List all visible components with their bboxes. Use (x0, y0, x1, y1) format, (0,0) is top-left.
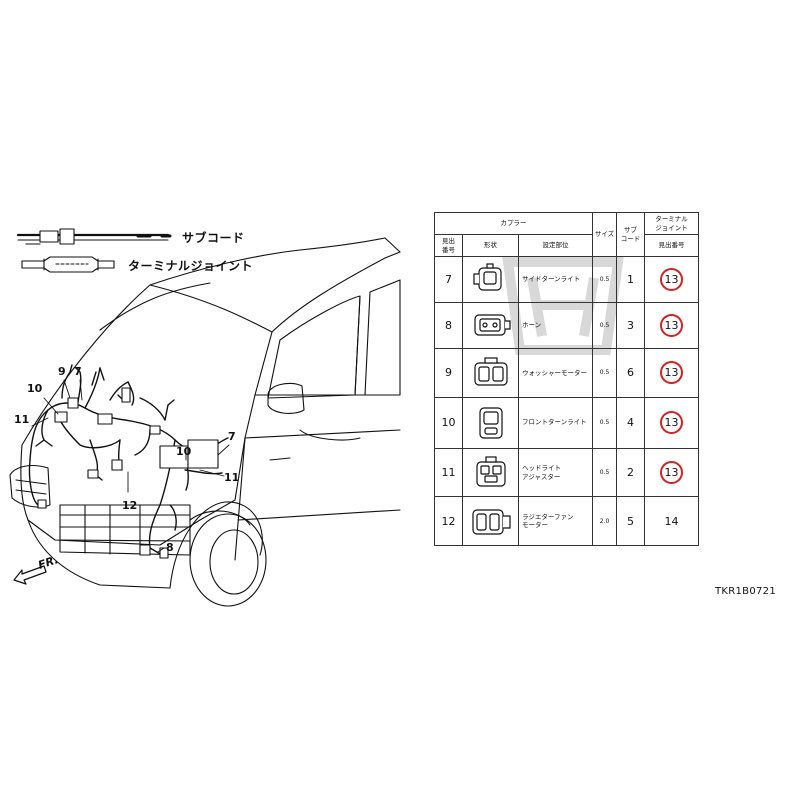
row-index: 12 (434, 496, 463, 546)
sub-cord-symbol (16, 228, 172, 245)
row-location: ウォッシャーモーター (518, 347, 593, 398)
connector-icon (462, 301, 519, 349)
circled-number: 13 (660, 411, 683, 435)
row-index: 11 (434, 447, 463, 498)
connector-icon (462, 496, 519, 546)
row-terminal-joint: 13 (644, 301, 699, 349)
header-size: サイズ (592, 212, 617, 257)
front-direction-arrow (13, 565, 47, 585)
connector-icon (462, 396, 519, 449)
row-size: 0.5 (592, 347, 617, 398)
circled-number: 13 (660, 361, 683, 385)
terminal-joint-label: ターミナルジョイント (128, 259, 254, 273)
callout-7-left: 7 (74, 365, 82, 378)
header-index-no-ref: 見出番号 (644, 234, 699, 257)
row-sub-code: 5 (616, 496, 645, 546)
leader-lines (31, 379, 230, 553)
terminal-number: 14 (664, 514, 679, 528)
connector-icon (462, 447, 519, 498)
row-terminal-joint: 13 (644, 396, 699, 449)
row-sub-code: 6 (616, 347, 645, 398)
row-index: 7 (434, 256, 463, 303)
car-body-outline (9, 237, 401, 607)
row-terminal-joint: 13 (644, 447, 699, 498)
callout-7-right: 7 (228, 430, 236, 443)
connector-icon (462, 347, 519, 398)
circled-number: 13 (660, 267, 683, 291)
table-row: 9 ウォッシャーモーター 0.5 6 13 (434, 347, 699, 398)
callout-8: 8 (166, 541, 174, 554)
row-size: 2.0 (592, 496, 617, 546)
row-index: 9 (434, 347, 463, 398)
row-sub-code: 4 (616, 396, 645, 449)
row-index: 8 (434, 301, 463, 349)
header-location: 設定部位 (518, 234, 593, 257)
header-coupler: カプラー (434, 212, 593, 235)
callout-9: 9 (58, 365, 66, 378)
row-sub-code: 2 (616, 447, 645, 498)
row-size: 0.5 (592, 447, 617, 498)
callout-11-left: 11 (14, 413, 30, 426)
table-row: 7 サイドターンライト 0.5 1 13 (434, 256, 699, 303)
coupler-table: カプラー サイズ サブ コード ターミナル ジョイント 見出 番号 形状 設定部… (434, 212, 699, 546)
table-row: 8 ホーン 0.5 3 13 (434, 301, 699, 349)
header-index-no: 見出 番号 (434, 234, 463, 257)
table-row: 10 フロントターンライト 0.5 4 13 (434, 396, 699, 449)
header-terminal-joint: ターミナル ジョイント (644, 212, 699, 235)
row-sub-code: 3 (616, 301, 645, 349)
connector-icon (462, 256, 519, 303)
row-index: 10 (434, 396, 463, 449)
header-shape: 形状 (462, 234, 519, 257)
diagram-code: TKR1B0721 (715, 586, 776, 597)
header-sub-code: サブ コード (616, 212, 645, 257)
row-size: 0.5 (592, 256, 617, 303)
row-location: ホーン (518, 301, 593, 349)
row-terminal-joint: 14 (644, 496, 699, 546)
row-sub-code: 1 (616, 256, 645, 303)
row-location: サイドターンライト (518, 256, 593, 303)
terminal-joint-symbol (21, 256, 115, 273)
callout-11-right: 11 (224, 471, 240, 484)
table-row: 12 ラジエターファン モーター 2.0 5 14 (434, 496, 699, 546)
row-location: ヘッドライト アジャスター (518, 447, 593, 498)
row-terminal-joint: 13 (644, 256, 699, 303)
callout-10-left: 10 (27, 382, 43, 395)
row-size: 0.5 (592, 396, 617, 449)
table-row: 11 ヘッドライト アジャスター 0.5 2 13 (434, 447, 699, 498)
callout-10-right: 10 (176, 445, 192, 458)
row-size: 0.5 (592, 301, 617, 349)
harness-components (37, 387, 219, 559)
row-location: ラジエターファン モーター (518, 496, 593, 546)
row-terminal-joint: 13 (644, 347, 699, 398)
callout-12: 12 (122, 499, 138, 512)
circled-number: 13 (660, 313, 683, 337)
circled-number: 13 (660, 461, 683, 485)
sub-cord-label: サブコード (182, 231, 245, 245)
row-location: フロントターンライト (518, 396, 593, 449)
